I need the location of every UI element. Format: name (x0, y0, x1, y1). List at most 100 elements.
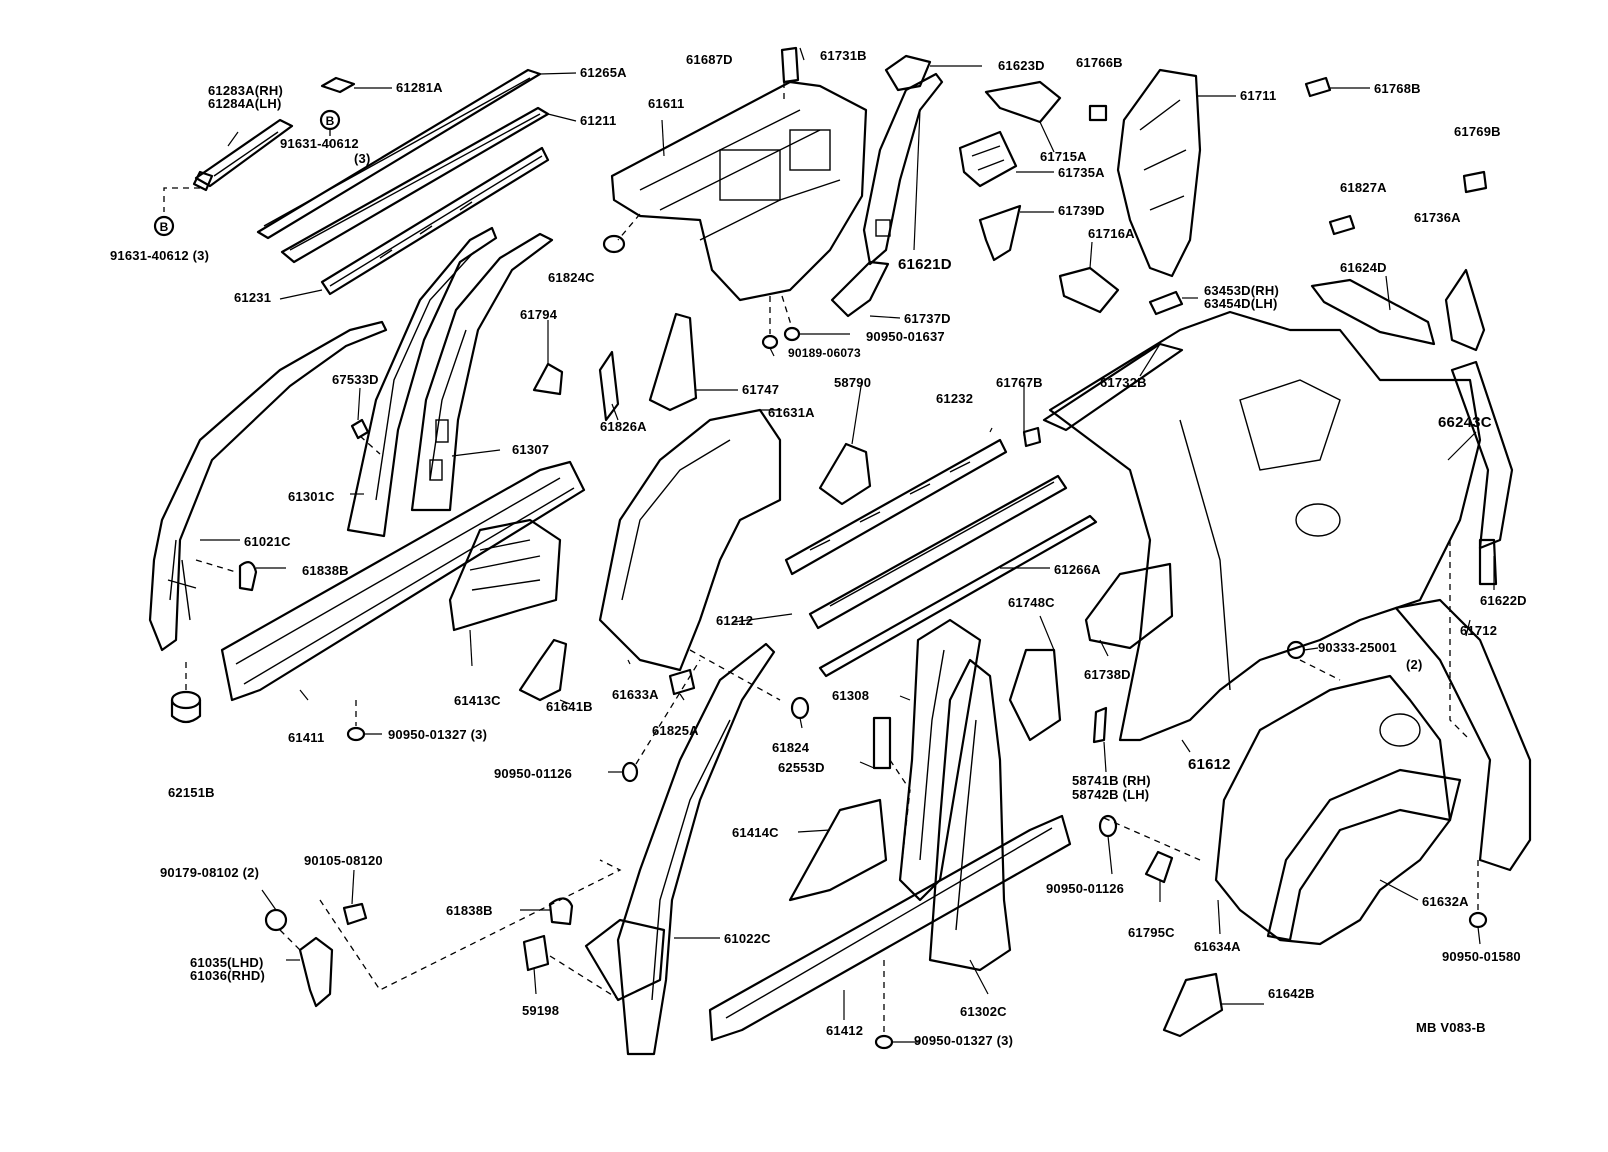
clip-90950-01327b (874, 1034, 894, 1050)
label-61266A: 61266A (1054, 562, 1101, 577)
panel-61732B (1042, 342, 1184, 432)
wheelhouse-61634A (1214, 674, 1452, 946)
label-61622D: 61622D (1480, 593, 1527, 608)
pillar-61022C (584, 642, 776, 1056)
bracket-61738D (1084, 562, 1174, 650)
label-58742B: 58742B (LH) (1072, 787, 1150, 802)
seal-58741B (1092, 706, 1108, 744)
bracket-61283A (192, 118, 294, 192)
label-58790: 58790 (834, 375, 872, 390)
bracket-61642B (1162, 972, 1224, 1038)
label-61736A: 61736A (1414, 210, 1461, 225)
block-61687D (780, 46, 800, 84)
circle-b-marker-1: B (319, 109, 341, 131)
label-61826A: 61826A (600, 419, 647, 434)
seal-61826A (598, 350, 620, 422)
wheelarch-61712 (1394, 598, 1532, 872)
bracket-58790 (818, 442, 872, 506)
roof-rail-61231 (320, 146, 550, 296)
label-61633A: 61633A (612, 687, 659, 702)
pillar-61302C (928, 658, 1012, 972)
rocker-61412 (708, 814, 1072, 1042)
label-61838B-bottom: 61838B (446, 903, 493, 918)
label-90333-qty: (2) (1406, 657, 1423, 672)
label-90105: 90105-08120 (304, 853, 383, 868)
pillar-61747 (648, 312, 698, 412)
gutter-66243C (1450, 360, 1514, 550)
label-90950-01126-a: 90950-01126 (494, 766, 573, 781)
extension-61622D (1478, 538, 1498, 586)
label-61712: 61712 (1460, 623, 1498, 638)
patch-61827A (1328, 214, 1356, 236)
label-61642B: 61642B (1268, 986, 1315, 1001)
pillar-reinforce-61307 (410, 232, 554, 512)
nut-90950-01637 (783, 326, 801, 342)
label-61827A: 61827A (1340, 180, 1387, 195)
label-61795C: 61795C (1128, 925, 1175, 940)
label-61631A: 61631A (768, 405, 815, 420)
label-61838B-left: 61838B (302, 563, 349, 578)
label-61768B: 61768B (1374, 81, 1421, 96)
label-61307: 61307 (512, 442, 550, 457)
label-61281A: 61281A (396, 80, 443, 95)
roof-rail-61265A (256, 68, 542, 240)
label-61715A: 61715A (1040, 149, 1087, 164)
label-61769B: 61769B (1454, 124, 1501, 139)
label-61711: 61711 (1240, 88, 1277, 103)
inner-61414C (788, 798, 888, 902)
diagram-id: MB V083-B (1416, 1020, 1486, 1035)
label-62151B: 62151B (168, 785, 215, 800)
label-61414C: 61414C (732, 825, 779, 840)
label-61824: 61824 (772, 740, 810, 755)
bolt-90179 (264, 908, 288, 932)
quarter-outer-61612 (1048, 310, 1482, 742)
label-61231: 61231 (234, 290, 272, 305)
label-61412: 61412 (826, 1023, 864, 1038)
bracket-61716A (1058, 266, 1120, 314)
bracket-61735A (958, 130, 1018, 188)
label-61687D: 61687D (686, 52, 733, 67)
label-61301C: 61301C (288, 489, 335, 504)
clip-90950-01327a (346, 726, 366, 742)
bracket-63453D (1148, 290, 1184, 316)
label-61022C: 61022C (724, 931, 771, 946)
label-59198: 59198 (522, 1003, 560, 1018)
label-61284A: 61284A(LH) (208, 96, 282, 111)
label-61621D: 61621D (898, 256, 952, 273)
label-61623D: 61623D (998, 58, 1045, 73)
patch-61838B (238, 561, 258, 592)
reinforcement-61232 (784, 438, 1008, 576)
label-61748C: 61748C (1008, 595, 1055, 610)
label-90950-01580: 90950-01580 (1442, 949, 1521, 964)
label-90950-01327-b: 90950-01327 (3) (914, 1033, 1014, 1048)
plug-62151B (170, 690, 202, 724)
plug-61824 (790, 696, 810, 720)
bracket-61737D (830, 260, 890, 318)
label-91631-a: 91631-40612 (280, 136, 359, 151)
pillar-trim-61621D (862, 72, 944, 266)
quarter-inner-61611 (610, 80, 868, 302)
seal-90950-01126a (621, 761, 639, 783)
label-61825A: 61825A (652, 723, 699, 738)
circle-b-label-1: B (326, 114, 335, 128)
label-61035: 61035(LHD) (190, 955, 264, 970)
label-61021C: 61021C (244, 534, 291, 549)
label-61794: 61794 (520, 307, 558, 322)
label-61265A: 61265A (580, 65, 627, 80)
rocker-panel-61411 (220, 460, 586, 702)
rail-61266A (818, 514, 1098, 678)
label-61767B: 61767B (996, 375, 1043, 390)
bracket-61739D (978, 204, 1022, 262)
label-61735A: 61735A (1058, 165, 1105, 180)
grommet-90950-01580 (1468, 911, 1488, 929)
label-90950-01126-b: 90950-01126 (1046, 881, 1125, 896)
bracket-61794 (532, 362, 564, 396)
bracket-61795C (1144, 850, 1174, 884)
label-61211: 61211 (580, 113, 617, 128)
label-61824C: 61824C (548, 270, 595, 285)
bolt-90189 (761, 334, 779, 350)
label-90333: 90333-25001 (1318, 640, 1397, 655)
dashed-assembly-lines (163, 82, 1479, 1034)
